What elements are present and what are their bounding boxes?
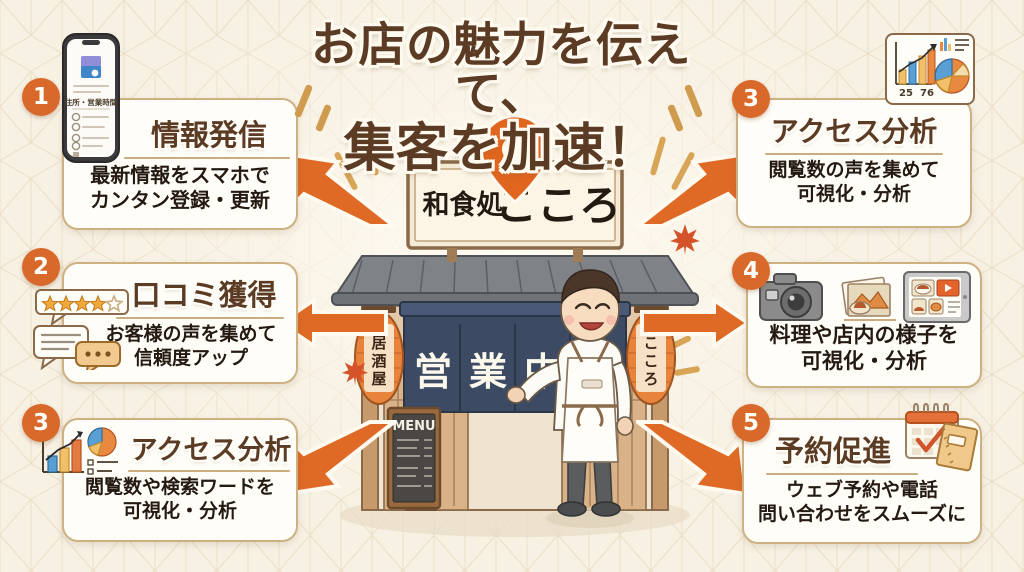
chart-label-b: 76 (920, 88, 934, 99)
feature-card-5-divider (766, 473, 918, 475)
camera-photos-tablet-icon (759, 271, 971, 323)
signboard-small-text: 和食処 (423, 189, 504, 221)
feature-badge-2: 2 (22, 248, 60, 286)
feature-card-1-body-line-2: カンタン登録・更新 (90, 188, 270, 213)
svg-text:屋: 屋 (371, 370, 386, 388)
star-rating-review-bubbles-icon (33, 289, 129, 370)
feature-badge-5: 5 (732, 404, 770, 442)
pie-chart (934, 58, 970, 94)
feature-badge-4: 4 (732, 252, 770, 290)
feature-card-5-body-line-1: ウェブ予約や電話 (785, 479, 938, 501)
title-line-2: 集客を加速！ (343, 118, 659, 179)
feature-card-2-heading: 口コミ獲得 (131, 278, 277, 312)
calendar-notebook-icon (905, 402, 979, 472)
feature-card-2-divider (116, 317, 284, 319)
feature-card-3-left-heading: アクセス分析 (130, 435, 292, 466)
pie-chart (87, 427, 117, 457)
feature-card-1-divider (124, 157, 290, 159)
feature-card-3-right-body-line-2: 可視化・分析 (796, 182, 911, 205)
feature-card-3-right-body-line-1: 閲覧数の声を集めて (768, 159, 940, 181)
maple-leaf-decoration (341, 357, 369, 386)
photo-stack-icon (841, 276, 891, 317)
feature-badge-1: 1 (22, 78, 60, 116)
chart-label-a: 25 (899, 88, 913, 99)
page-title: お店の魅力を伝えて、 集客を加速！ (278, 18, 724, 179)
arrow-to-item-4 (640, 298, 750, 348)
feature-card-5-heading: 予約促進 (774, 434, 891, 468)
feature-card-3-right-heading: アクセス分析 (770, 115, 938, 148)
feature-card-4-body-line-1: 料理や店内の様子を (769, 323, 959, 347)
analytics-dashboard-icon: 25 76 (885, 33, 975, 105)
feature-badge-3-right: 3 (732, 80, 770, 118)
smartphone-store-listing-icon: 住所・営業時間 (62, 33, 120, 163)
feature-card-4-body-line-2: 可視化・分析 (801, 349, 927, 374)
svg-text:酒: 酒 (371, 352, 386, 370)
feature-card-1-body-line-1: 最新情報をスマホで (90, 163, 270, 187)
notebook-icon (935, 422, 979, 472)
svg-text:こ: こ (643, 352, 658, 370)
feature-card-3-left-body-line-2: 可視化・分析 (122, 499, 237, 522)
feature-card-3-left-divider (128, 470, 290, 472)
title-line-1: お店の魅力を伝えて、 (311, 18, 691, 122)
svg-text:ろ: ろ (643, 370, 658, 388)
feature-card-1-heading: 情報発信 (150, 118, 267, 152)
feature-badge-3-left: 3 (22, 404, 60, 442)
feature-card-3-right[interactable]: アクセス分析 閲覧数の声を集めて 可視化・分析 (736, 98, 972, 228)
camera-icon (759, 273, 823, 321)
menu-board-title: MENU (392, 419, 435, 434)
tablet-icon (903, 271, 971, 323)
feature-card-5-body-line-2: 問い合わせをスムーズに (757, 502, 967, 525)
noren-char-1: 営 (414, 350, 452, 394)
noren-char-2: 業 (469, 350, 507, 394)
phone-screen-label: 住所・営業時間 (65, 97, 118, 107)
feature-card-3-right-divider (765, 153, 943, 155)
